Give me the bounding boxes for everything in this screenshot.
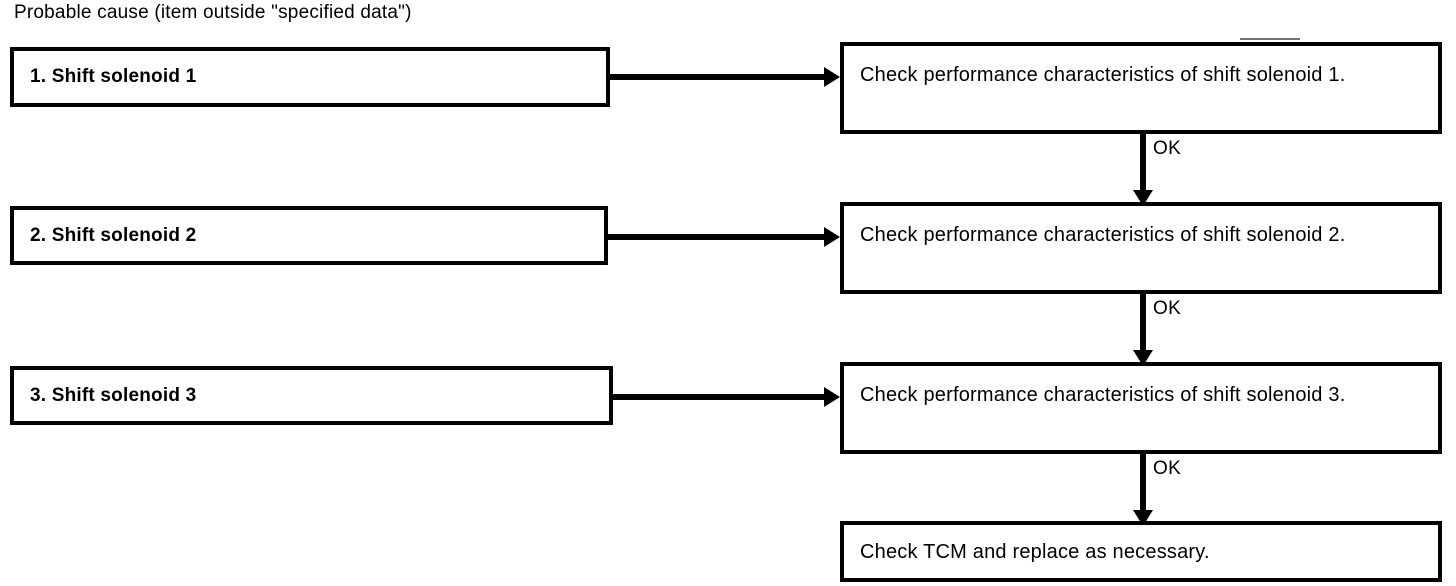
connector-arrowhead-cause-1 <box>824 67 840 87</box>
connector-line-ok-2 <box>1140 294 1146 354</box>
action-box-1-label: Check performance characteristics of shi… <box>860 64 1346 86</box>
cause-box-3[interactable]: 3. Shift solenoid 3 <box>10 366 613 425</box>
connector-line-cause-1 <box>610 74 828 80</box>
page-title: Probable cause (item outside "specified … <box>14 2 412 23</box>
action-box-3-label: Check performance characteristics of shi… <box>860 384 1346 406</box>
connector-line-cause-3 <box>613 394 828 400</box>
action-box-4-label: Check TCM and replace as necessary. <box>860 540 1210 563</box>
cause-box-1-label: 1. Shift solenoid 1 <box>30 66 197 87</box>
action-box-2[interactable]: Check performance characteristics of shi… <box>840 202 1442 294</box>
ok-label-2: OK <box>1153 298 1182 319</box>
cause-box-3-label: 3. Shift solenoid 3 <box>30 384 197 406</box>
cause-box-1[interactable]: 1. Shift solenoid 1 <box>10 47 610 107</box>
connector-arrowhead-cause-3 <box>824 387 840 407</box>
connector-line-ok-3 <box>1140 454 1146 514</box>
connector-line-ok-1 <box>1140 134 1146 194</box>
ok-label-3: OK <box>1153 458 1182 479</box>
cause-box-2[interactable]: 2. Shift solenoid 2 <box>10 206 608 265</box>
action-box-2-label: Check performance characteristics of shi… <box>860 224 1346 246</box>
cause-box-2-label: 2. Shift solenoid 2 <box>30 224 197 246</box>
action-box-3[interactable]: Check performance characteristics of shi… <box>840 362 1442 454</box>
scan-artifact <box>1240 38 1300 40</box>
action-box-4[interactable]: Check TCM and replace as necessary. <box>840 521 1442 582</box>
connector-arrowhead-cause-2 <box>824 227 840 247</box>
connector-line-cause-2 <box>608 234 828 240</box>
action-box-1[interactable]: Check performance characteristics of shi… <box>840 42 1442 134</box>
ok-label-1: OK <box>1153 138 1182 159</box>
